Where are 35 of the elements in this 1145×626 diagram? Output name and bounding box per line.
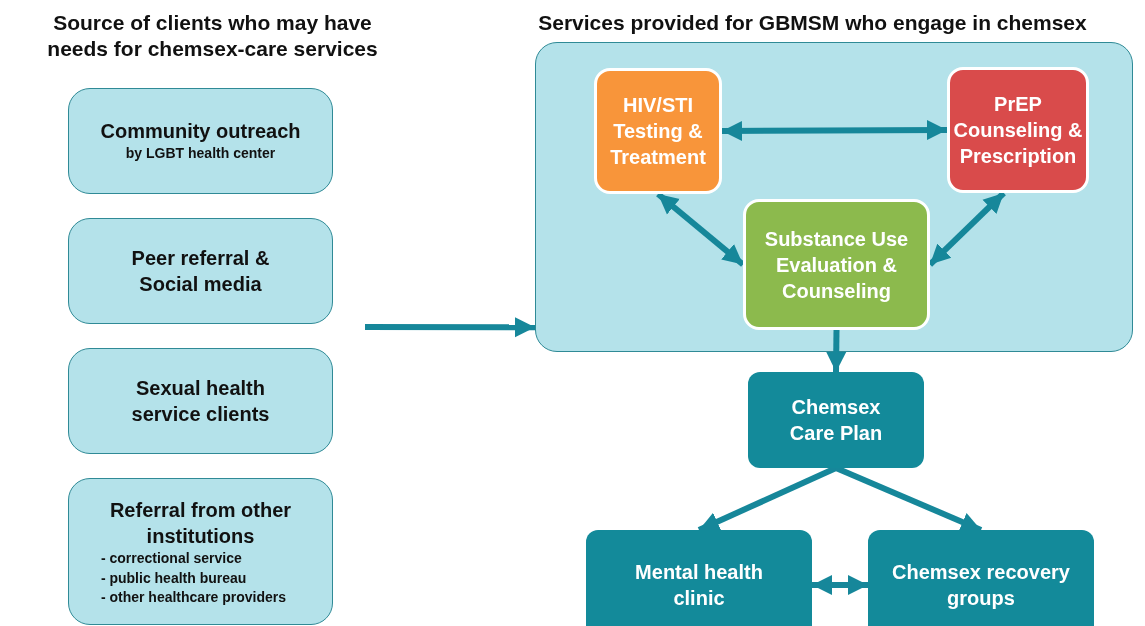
- box-title: Mental health clinic: [634, 560, 764, 611]
- care-box: [748, 372, 924, 468]
- box-title: Peer referral & Social media: [130, 246, 271, 297]
- box-subtitle: by LGBT health center: [125, 144, 276, 164]
- box-title: Community outreach: [100, 119, 301, 145]
- arrow: [697, 465, 838, 533]
- list-item: - correctional service: [100, 549, 243, 568]
- service-box: [947, 67, 1089, 193]
- arrow: [826, 329, 847, 373]
- source-box: [68, 348, 333, 454]
- box-title: HIV/STI Testing & Treatment: [609, 93, 707, 170]
- box-title: Chemsex Care Plan: [788, 395, 884, 446]
- arrow: [927, 190, 1006, 267]
- box-title: PrEP Counseling & Prescription: [952, 92, 1084, 169]
- service-box: [743, 199, 930, 330]
- arrow: [656, 191, 745, 267]
- column-heading: Source of clients who may have needs for chemsex-care services: [46, 10, 379, 63]
- source-box: [68, 88, 333, 194]
- arrow: [722, 120, 947, 141]
- care-box: [586, 530, 812, 626]
- service-box: [594, 68, 722, 194]
- care-box: [868, 530, 1094, 626]
- column-heading: Services provided for GBMSM who engage in chemsex: [537, 10, 1088, 36]
- arrow: [365, 317, 535, 338]
- box-title: Chemsex recovery groups: [891, 560, 1071, 611]
- arrow: [812, 575, 868, 595]
- box-title: Referral from other institutions: [108, 498, 293, 549]
- services-panel: [535, 42, 1133, 352]
- box-title: Substance Use Evaluation & Counseling: [763, 226, 910, 304]
- list-item: - other healthcare providers: [100, 588, 287, 608]
- source-box: [68, 218, 333, 324]
- list-item: - public health bureau: [100, 568, 248, 588]
- source-box: [68, 478, 333, 625]
- arrow: [834, 465, 983, 533]
- box-title: Sexual health service clients: [130, 376, 271, 427]
